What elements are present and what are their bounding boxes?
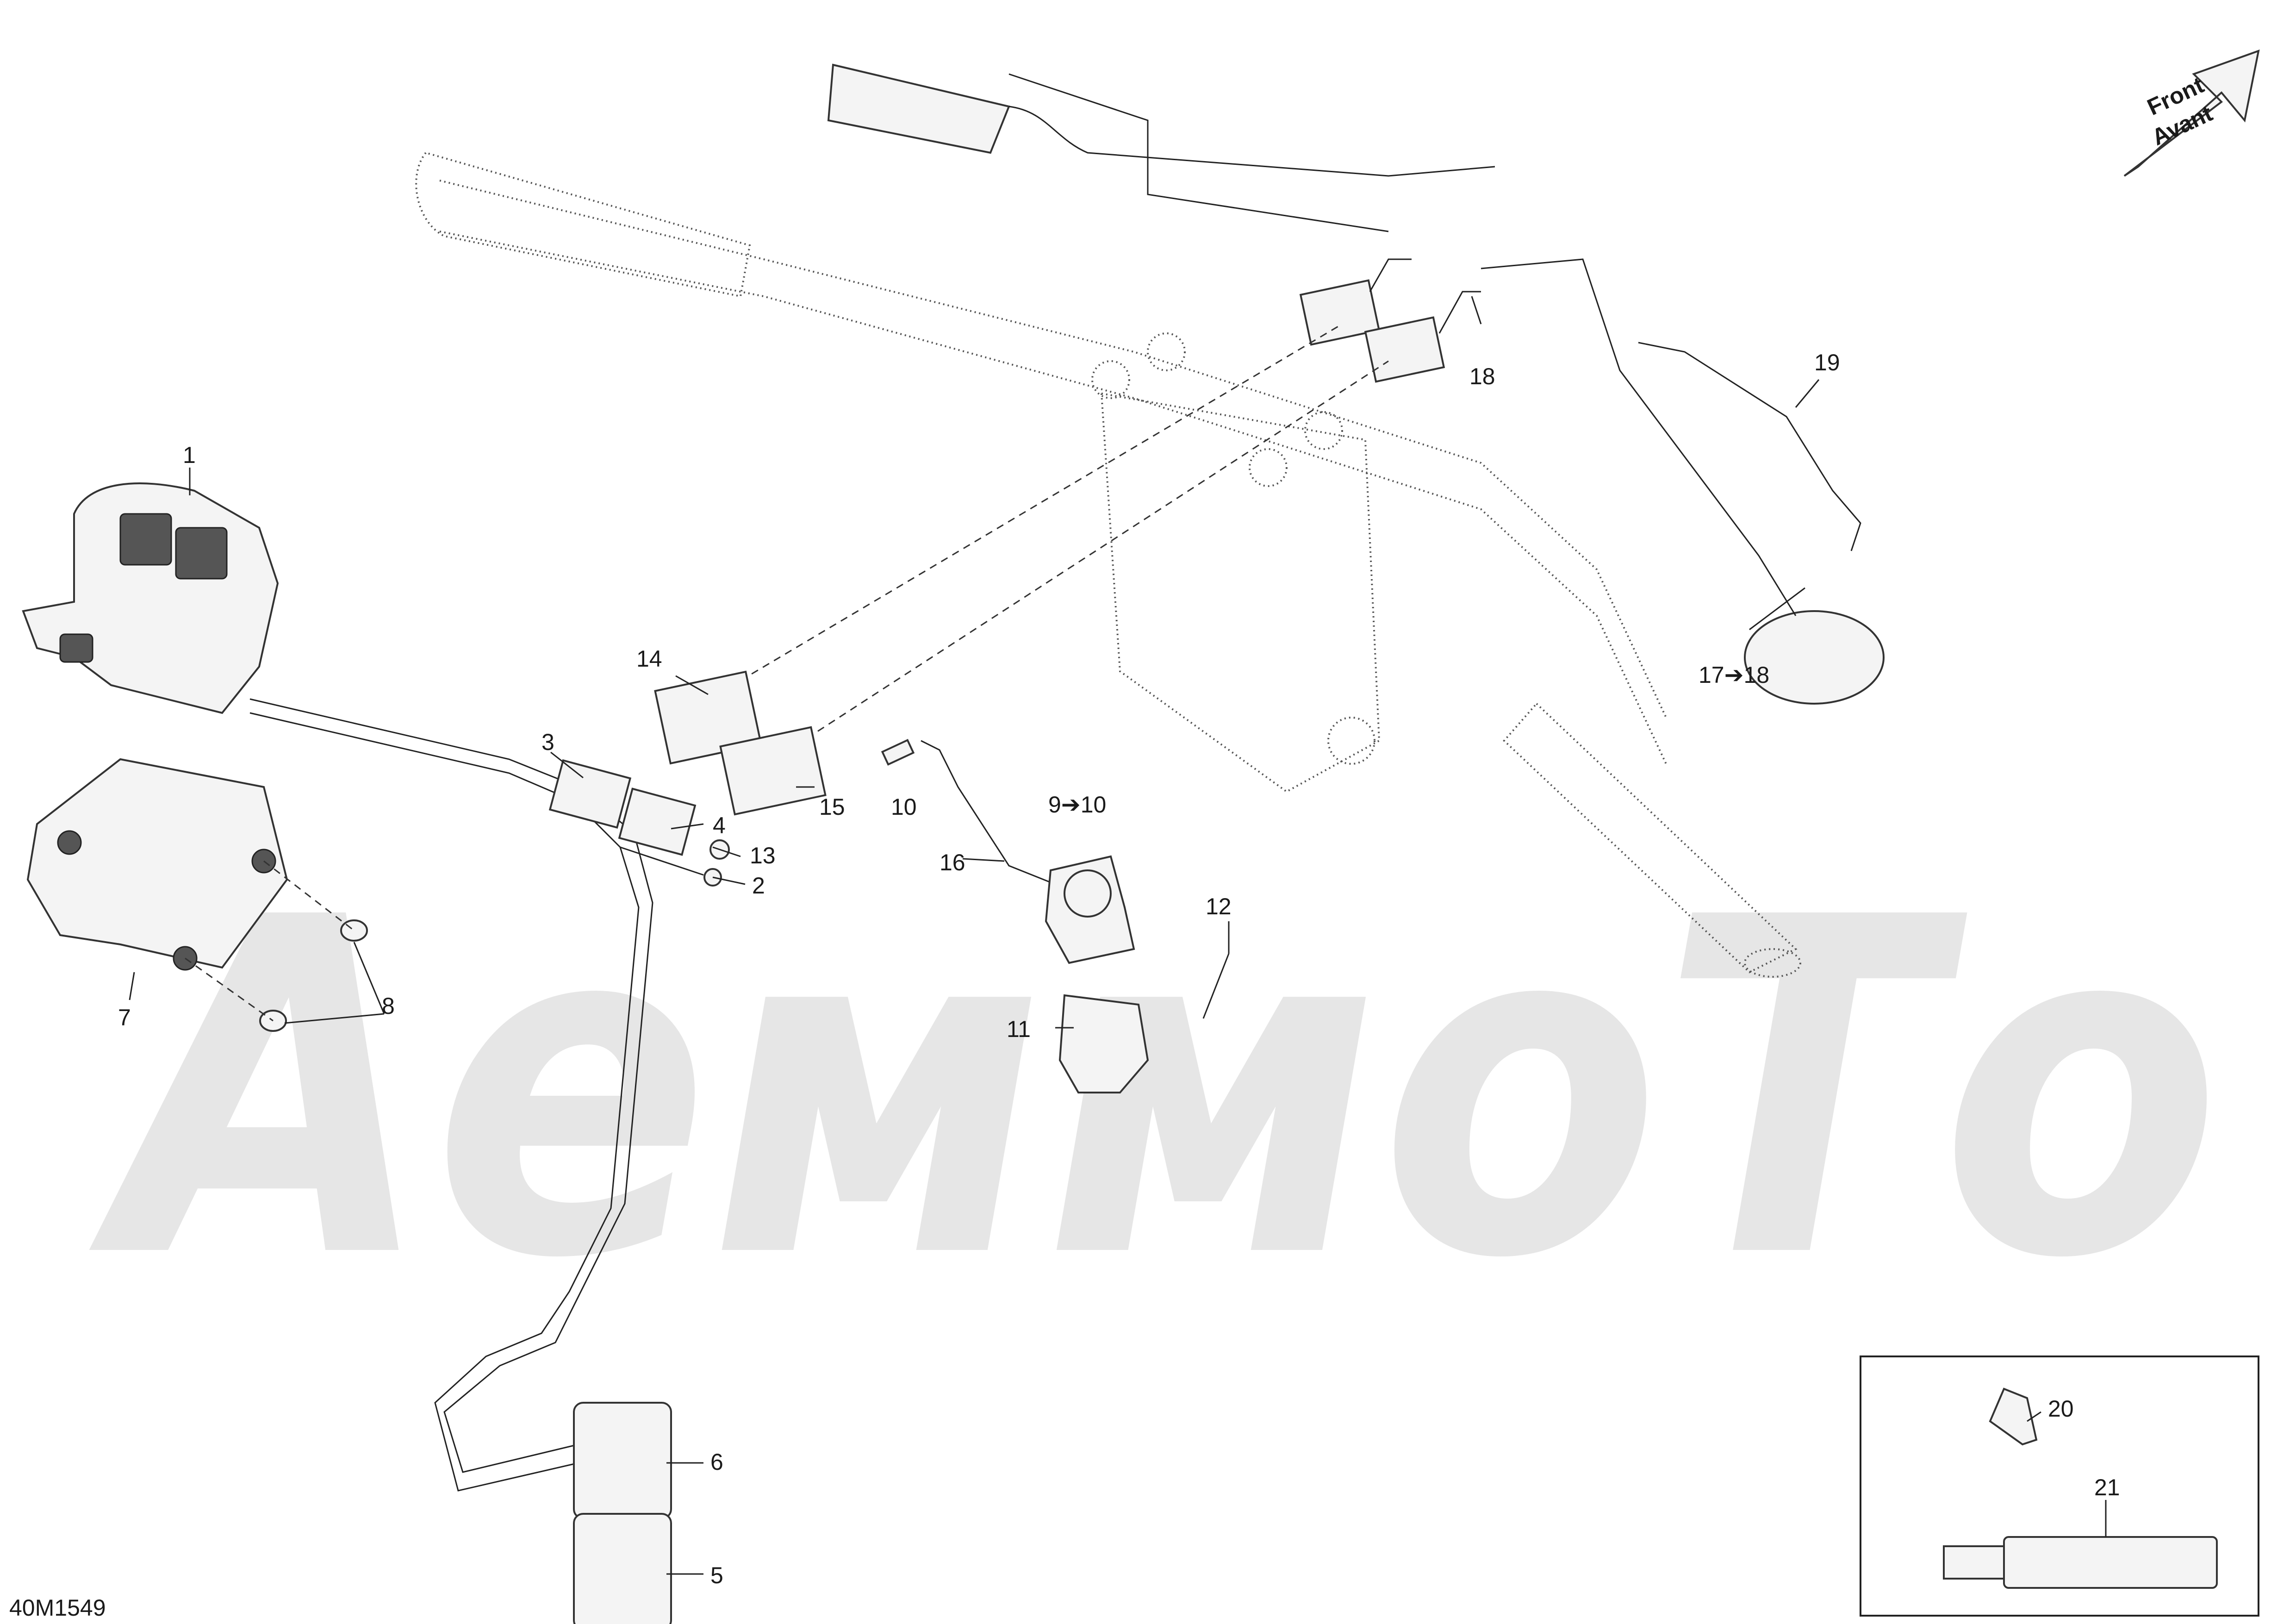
callout-20: 20 (2048, 1396, 2074, 1422)
connector-14 (654, 670, 762, 765)
connector-5 (573, 1513, 672, 1624)
wire-16 (921, 740, 1056, 885)
grease-tube-21 (1943, 1536, 2218, 1589)
pin-12 (1202, 953, 1230, 1019)
front-direction-arrow: Front Avant (2123, 49, 2260, 177)
connector-18 (1299, 258, 1481, 383)
dashed-guide-b (796, 360, 1389, 746)
callout-13: 13 (750, 843, 776, 868)
callout-15: 15 (819, 794, 845, 820)
callouts: 1 2 3 4 5 6 7 8 9➔10 10 11 12 13 14 15 1… (118, 350, 2120, 1588)
callout-17: 17➔18 (1699, 662, 1769, 688)
callout-14: 14 (636, 646, 662, 672)
terminal-10 (881, 739, 915, 766)
callout-4: 4 (713, 812, 726, 838)
accessory-inset (1860, 1355, 2259, 1617)
connector-15 (719, 726, 827, 816)
callout-9: 9➔10 (1048, 792, 1106, 818)
callout-21: 21 (2094, 1474, 2120, 1500)
callout-12: 12 (1206, 893, 1232, 919)
callout-2: 2 (752, 873, 765, 899)
drawing-code: 40M1549 (9, 1595, 106, 1621)
grip-heater-left (827, 63, 1495, 232)
handlebar (415, 151, 1801, 978)
callout-10: 10 (891, 794, 917, 820)
ground-wire-2 (620, 846, 704, 876)
wire-19 (1638, 342, 1861, 551)
grip-heater-right (1481, 258, 1885, 705)
callout-11: 11 (1007, 1016, 1031, 1042)
heat-switch-9 (1045, 855, 1135, 964)
callout-5: 5 (710, 1562, 723, 1588)
callout-3: 3 (541, 729, 554, 755)
callout-1: 1 (183, 442, 196, 468)
switch-housing (22, 482, 279, 714)
connector-3 (548, 759, 632, 829)
connector-4 (618, 787, 697, 856)
callout-18: 18 (1469, 363, 1495, 389)
front-arrow-icon (2123, 49, 2260, 177)
dashed-guide-a (740, 323, 1343, 681)
watermark-text: АеммоТо (84, 820, 2221, 1359)
screw-8a (340, 919, 368, 942)
callout-8: 8 (382, 993, 395, 1019)
handlebar-riser (1091, 332, 1381, 793)
knob-11 (1058, 994, 1149, 1093)
callout-6: 6 (710, 1449, 723, 1475)
callout-16: 16 (940, 849, 965, 875)
callout-19: 19 (1814, 350, 1840, 375)
cable-tie-20 (1989, 1387, 2038, 1446)
callout-7: 7 (118, 1005, 131, 1031)
connector-6 (573, 1402, 672, 1519)
watermark: АеммоТо (84, 820, 2221, 1359)
leader-lines (129, 296, 2107, 1575)
